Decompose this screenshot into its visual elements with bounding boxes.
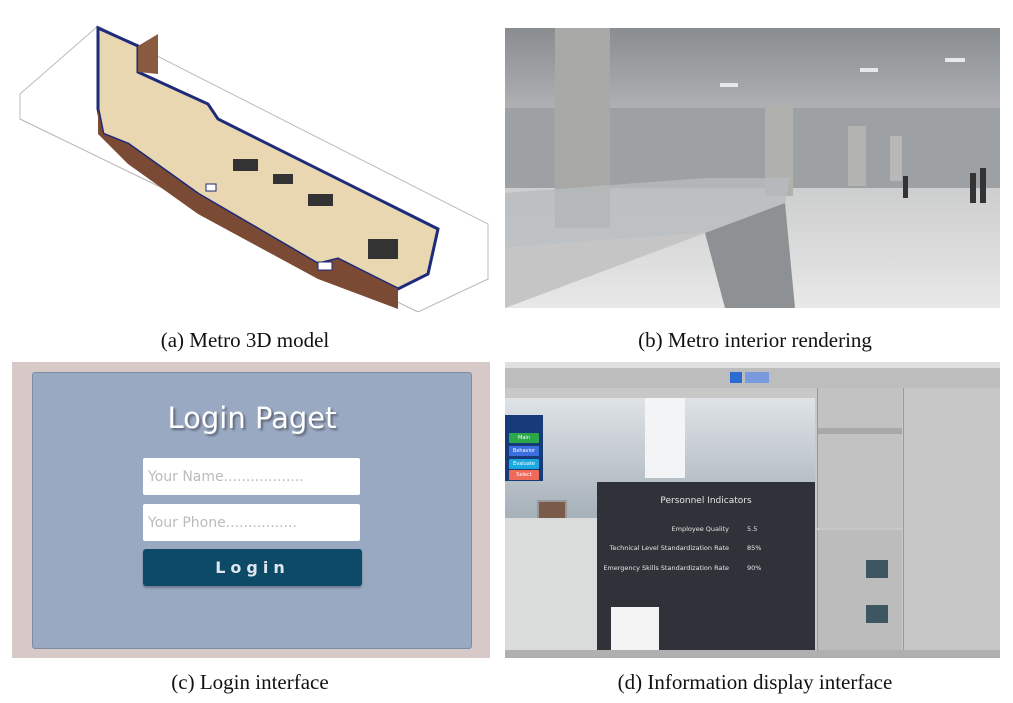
inspector-panel[interactable] bbox=[903, 388, 1000, 650]
caption-d: (d) Information display interface bbox=[617, 670, 893, 694]
pillar bbox=[645, 398, 685, 478]
pause-step-buttons[interactable] bbox=[745, 372, 769, 383]
indicator-label: Technical Level Standardization Rate bbox=[609, 544, 729, 552]
login-card: Login Paget Login bbox=[32, 372, 472, 649]
menu-bar bbox=[505, 362, 1000, 368]
indicator-label: Employee Quality bbox=[671, 525, 729, 533]
caption-c: (c) Login interface bbox=[171, 670, 329, 694]
hierarchy-selected-row[interactable] bbox=[818, 428, 902, 434]
main-button[interactable]: Main bbox=[509, 433, 539, 443]
railing-wall bbox=[505, 518, 597, 650]
status-bar bbox=[505, 650, 1000, 658]
metro-interior-rendering-image bbox=[505, 28, 1000, 308]
play-button[interactable] bbox=[730, 372, 742, 383]
select-button[interactable]: Select bbox=[509, 470, 539, 480]
login-button[interactable]: Login bbox=[143, 549, 362, 586]
asset-thumbnail[interactable] bbox=[866, 605, 888, 623]
board-title: Personnel Indicators bbox=[660, 496, 752, 506]
information-display-panel: Main Behavior Evaluate Select Personnel … bbox=[505, 362, 1000, 658]
phone-input[interactable] bbox=[143, 504, 360, 541]
indicator-label: Emergency Skills Standardization Rate bbox=[603, 564, 729, 572]
caption-b: (b) Metro interior rendering bbox=[638, 328, 872, 352]
asset-thumbnail[interactable] bbox=[866, 560, 888, 578]
behavior-button[interactable]: Behavior bbox=[509, 446, 539, 456]
hierarchy-panel[interactable] bbox=[817, 388, 902, 528]
toolbar bbox=[505, 368, 1000, 388]
personnel-indicators-board: Personnel Indicators Employee Quality 5.… bbox=[597, 482, 815, 658]
indicator-value: 90% bbox=[747, 564, 762, 572]
caption-a: (a) Metro 3D model bbox=[160, 328, 330, 352]
white-box bbox=[611, 607, 659, 658]
login-title: Login Paget bbox=[167, 401, 337, 435]
indicator-value: 5.5 bbox=[747, 525, 758, 533]
evaluate-button[interactable]: Evaluate bbox=[509, 459, 539, 469]
name-input[interactable] bbox=[143, 458, 360, 495]
project-panel[interactable] bbox=[817, 530, 902, 650]
metro-3d-model-image bbox=[19, 25, 489, 312]
login-interface-panel: Login Paget Login bbox=[12, 362, 490, 658]
indicator-value: 85% bbox=[747, 544, 762, 552]
ui-menu-panel: Main Behavior Evaluate Select bbox=[505, 415, 543, 481]
